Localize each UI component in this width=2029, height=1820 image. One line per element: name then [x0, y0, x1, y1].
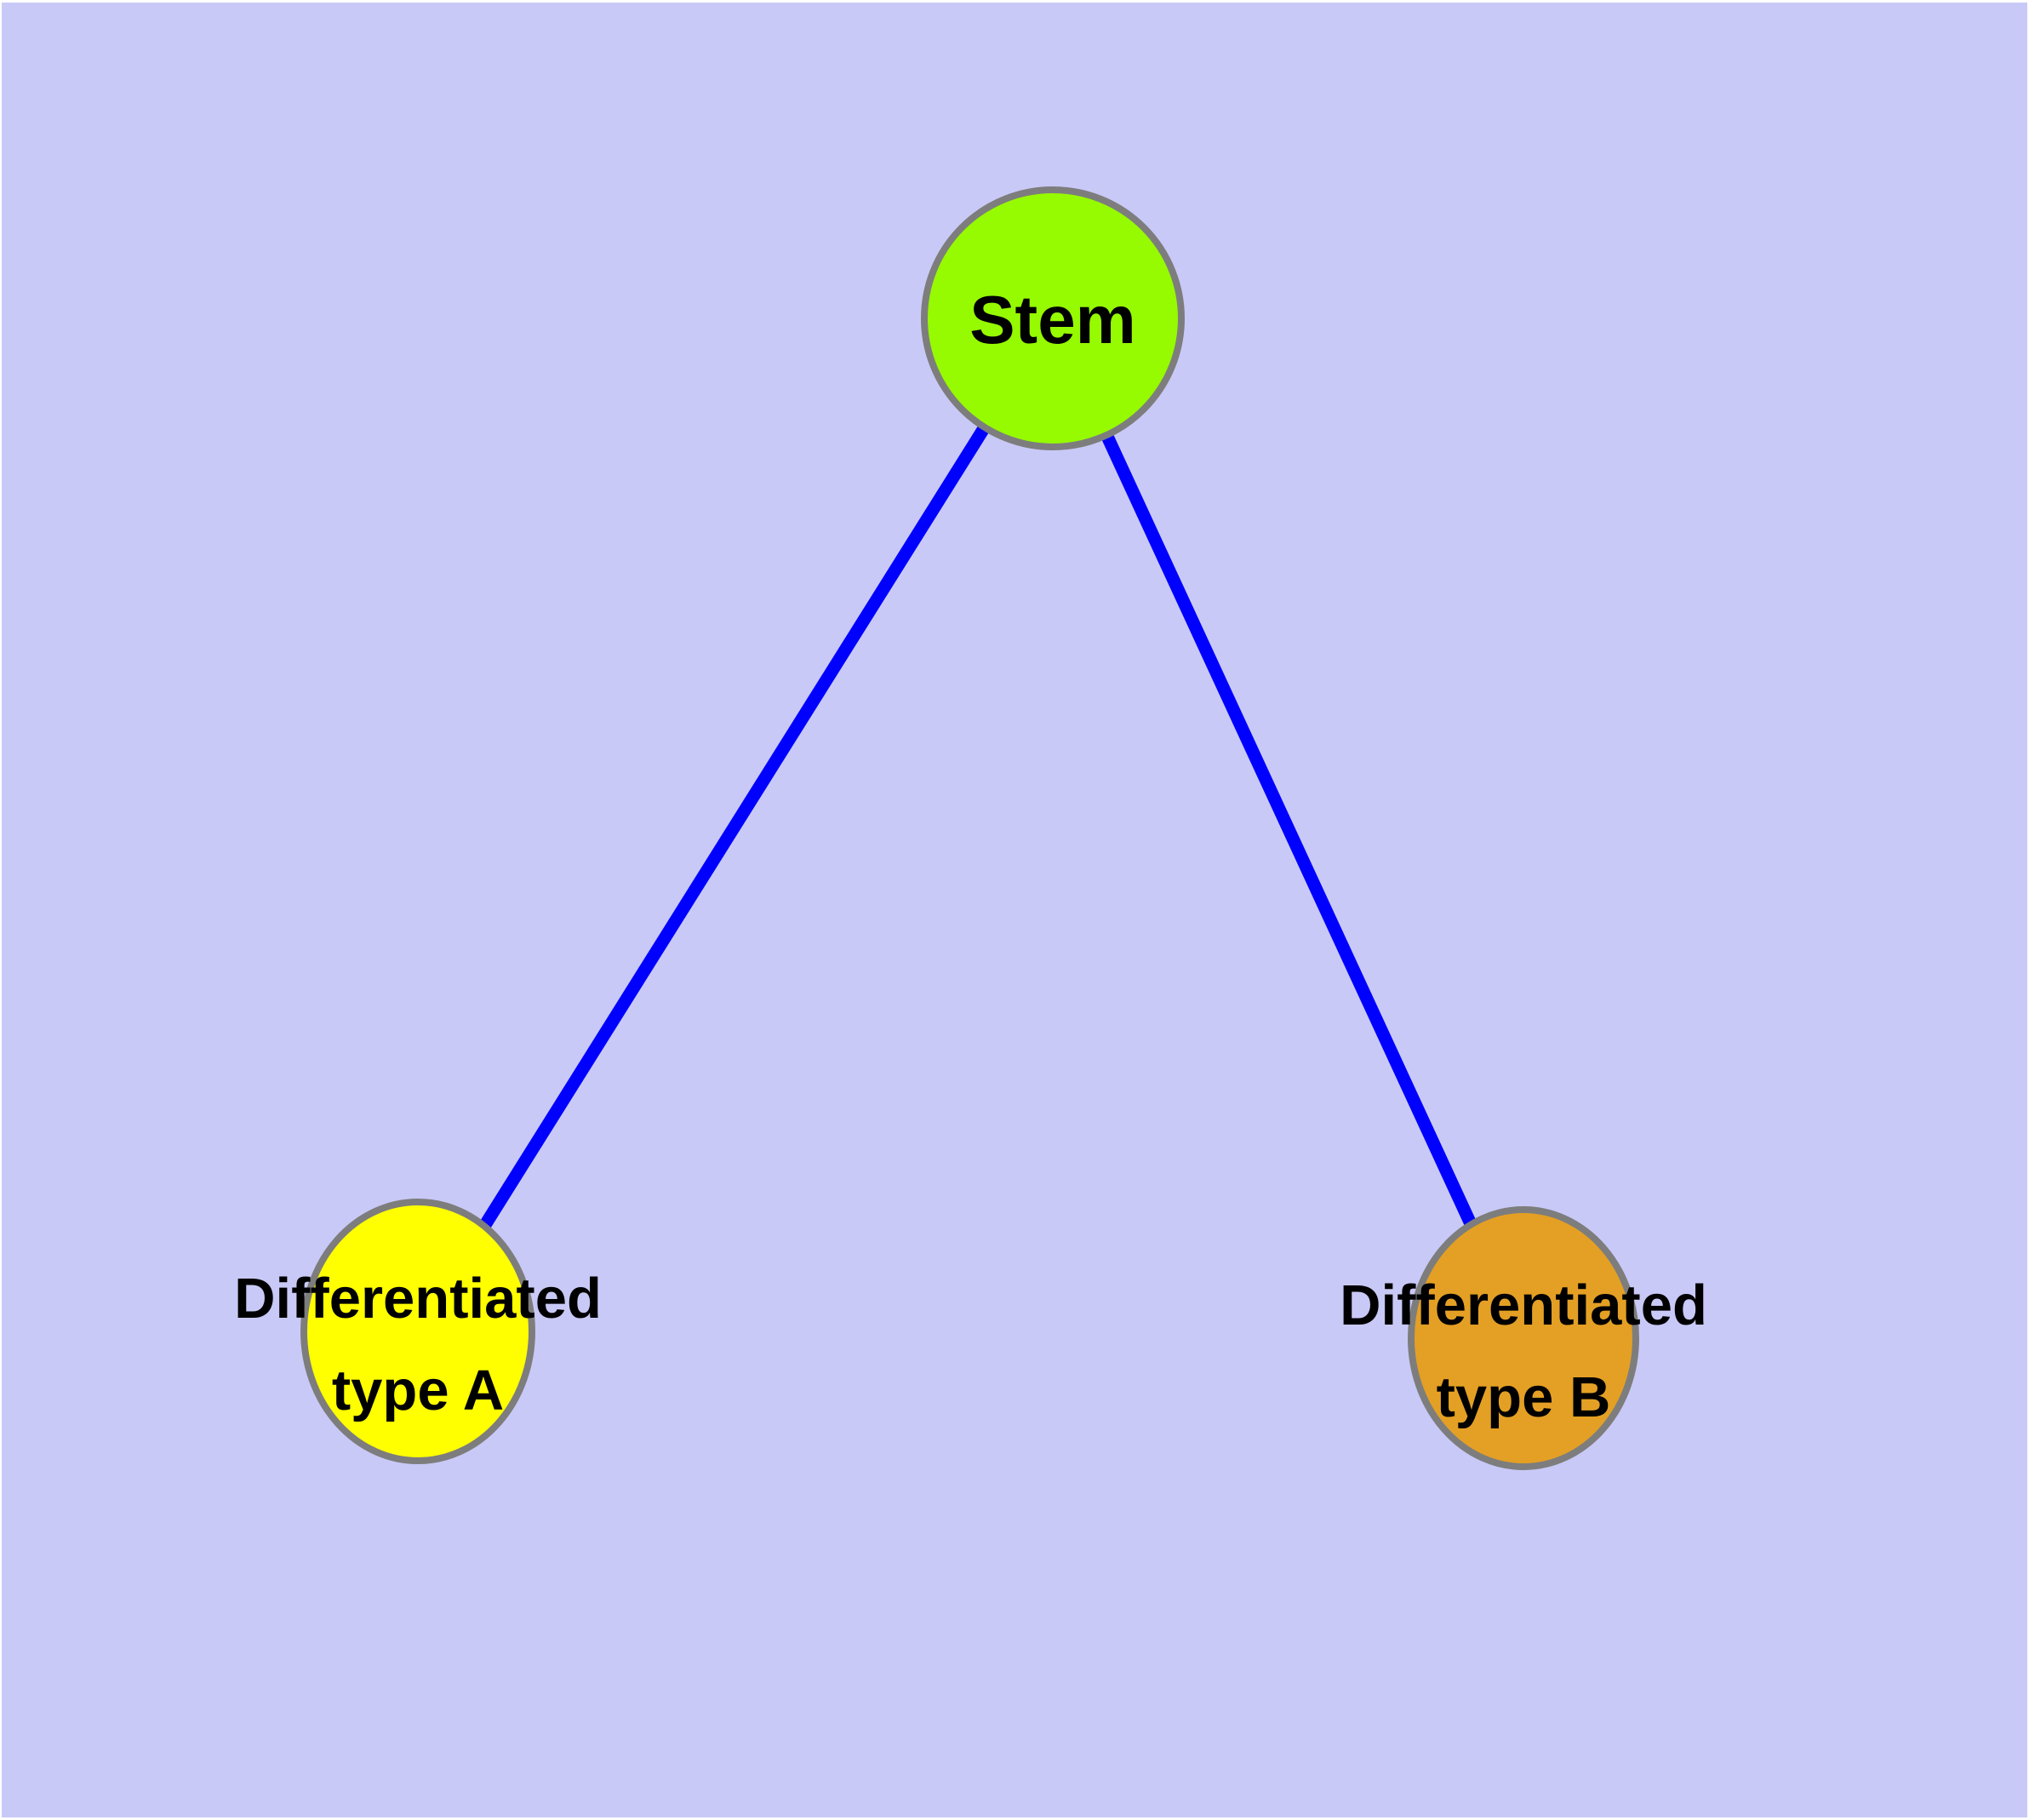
edge-stem-to-type-a: [412, 315, 1059, 1336]
node-stem-shape: [921, 186, 1185, 450]
node-stem-label: Stem: [969, 282, 1136, 358]
node-type-a[interactable]: Differentiated type A: [234, 1199, 602, 1464]
node-type-b-label: Differentiated type B: [1340, 1273, 1707, 1429]
node-type-a-label-line1: Differentiated: [234, 1267, 602, 1331]
node-type-a-shape: [300, 1199, 535, 1464]
node-stem[interactable]: Stem: [921, 186, 1185, 450]
node-type-a-label-line2: type A: [332, 1359, 504, 1422]
node-type-b-label-line1: Differentiated: [1340, 1273, 1707, 1337]
node-type-b[interactable]: Differentiated type B: [1340, 1206, 1707, 1470]
edge-layer: [412, 315, 1529, 1342]
node-type-b-shape: [1408, 1206, 1639, 1470]
node-type-a-label: Differentiated type A: [234, 1267, 602, 1422]
edge-stem-to-type-b: [1047, 315, 1529, 1342]
node-type-b-label-line2: type B: [1437, 1365, 1611, 1429]
